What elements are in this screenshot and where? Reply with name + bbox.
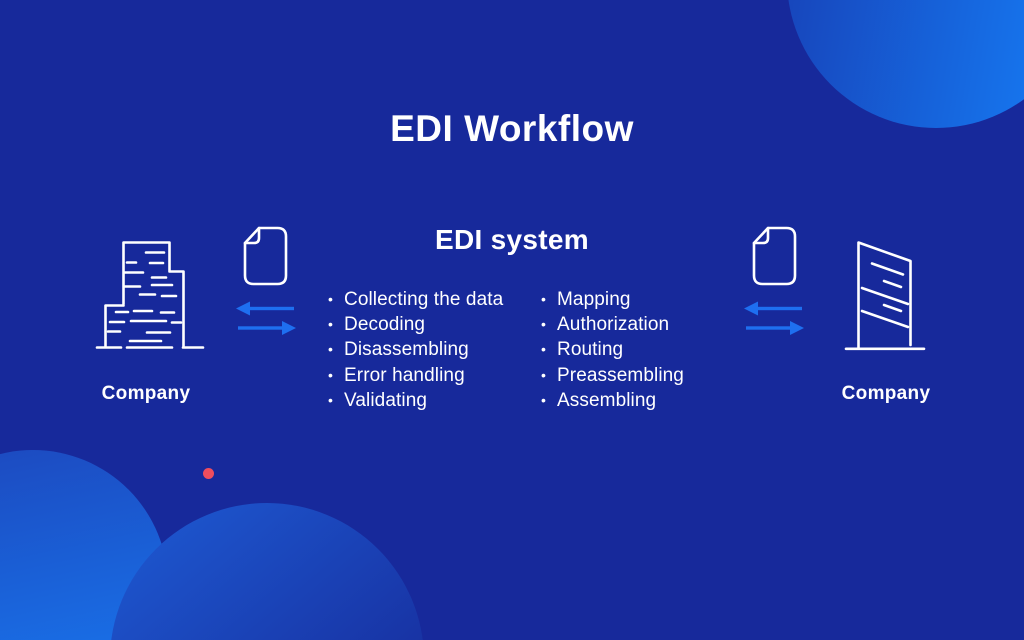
list-item: Mapping: [541, 287, 741, 312]
right-arrow-icon: [746, 321, 804, 335]
left-arrow-icon: [744, 301, 802, 316]
edi-functions-list-left: Collecting the data Decoding Disassembli…: [328, 287, 538, 413]
arrows-exchange-icon: [744, 300, 804, 336]
list-item: Decoding: [328, 312, 538, 337]
red-accent-dot: [203, 468, 214, 479]
list-item: Collecting the data: [328, 287, 538, 312]
right-arrow-icon: [238, 321, 296, 335]
edi-functions-list-right: Mapping Authorization Routing Preassembl…: [541, 287, 741, 413]
document-icon: [751, 226, 798, 287]
document-icon: [242, 226, 289, 287]
page-title: EDI Workflow: [390, 108, 634, 149]
decorative-circle-bottom-left-large: [110, 503, 424, 640]
list-item: Error handling: [328, 363, 538, 388]
edi-system-heading: EDI system: [435, 224, 589, 255]
building-icon: [95, 238, 207, 360]
list-item: Preassembling: [541, 363, 741, 388]
list-item: Assembling: [541, 388, 741, 413]
list-item: Disassembling: [328, 337, 538, 362]
company-label-left: Company: [101, 383, 191, 404]
left-arrow-icon: [236, 301, 294, 316]
list-item: Validating: [328, 388, 538, 413]
list-item: Routing: [541, 337, 741, 362]
company-label-right: Company: [841, 383, 931, 404]
arrows-exchange-icon: [236, 300, 296, 336]
tower-building-icon: [840, 236, 932, 356]
list-item: Authorization: [541, 312, 741, 337]
